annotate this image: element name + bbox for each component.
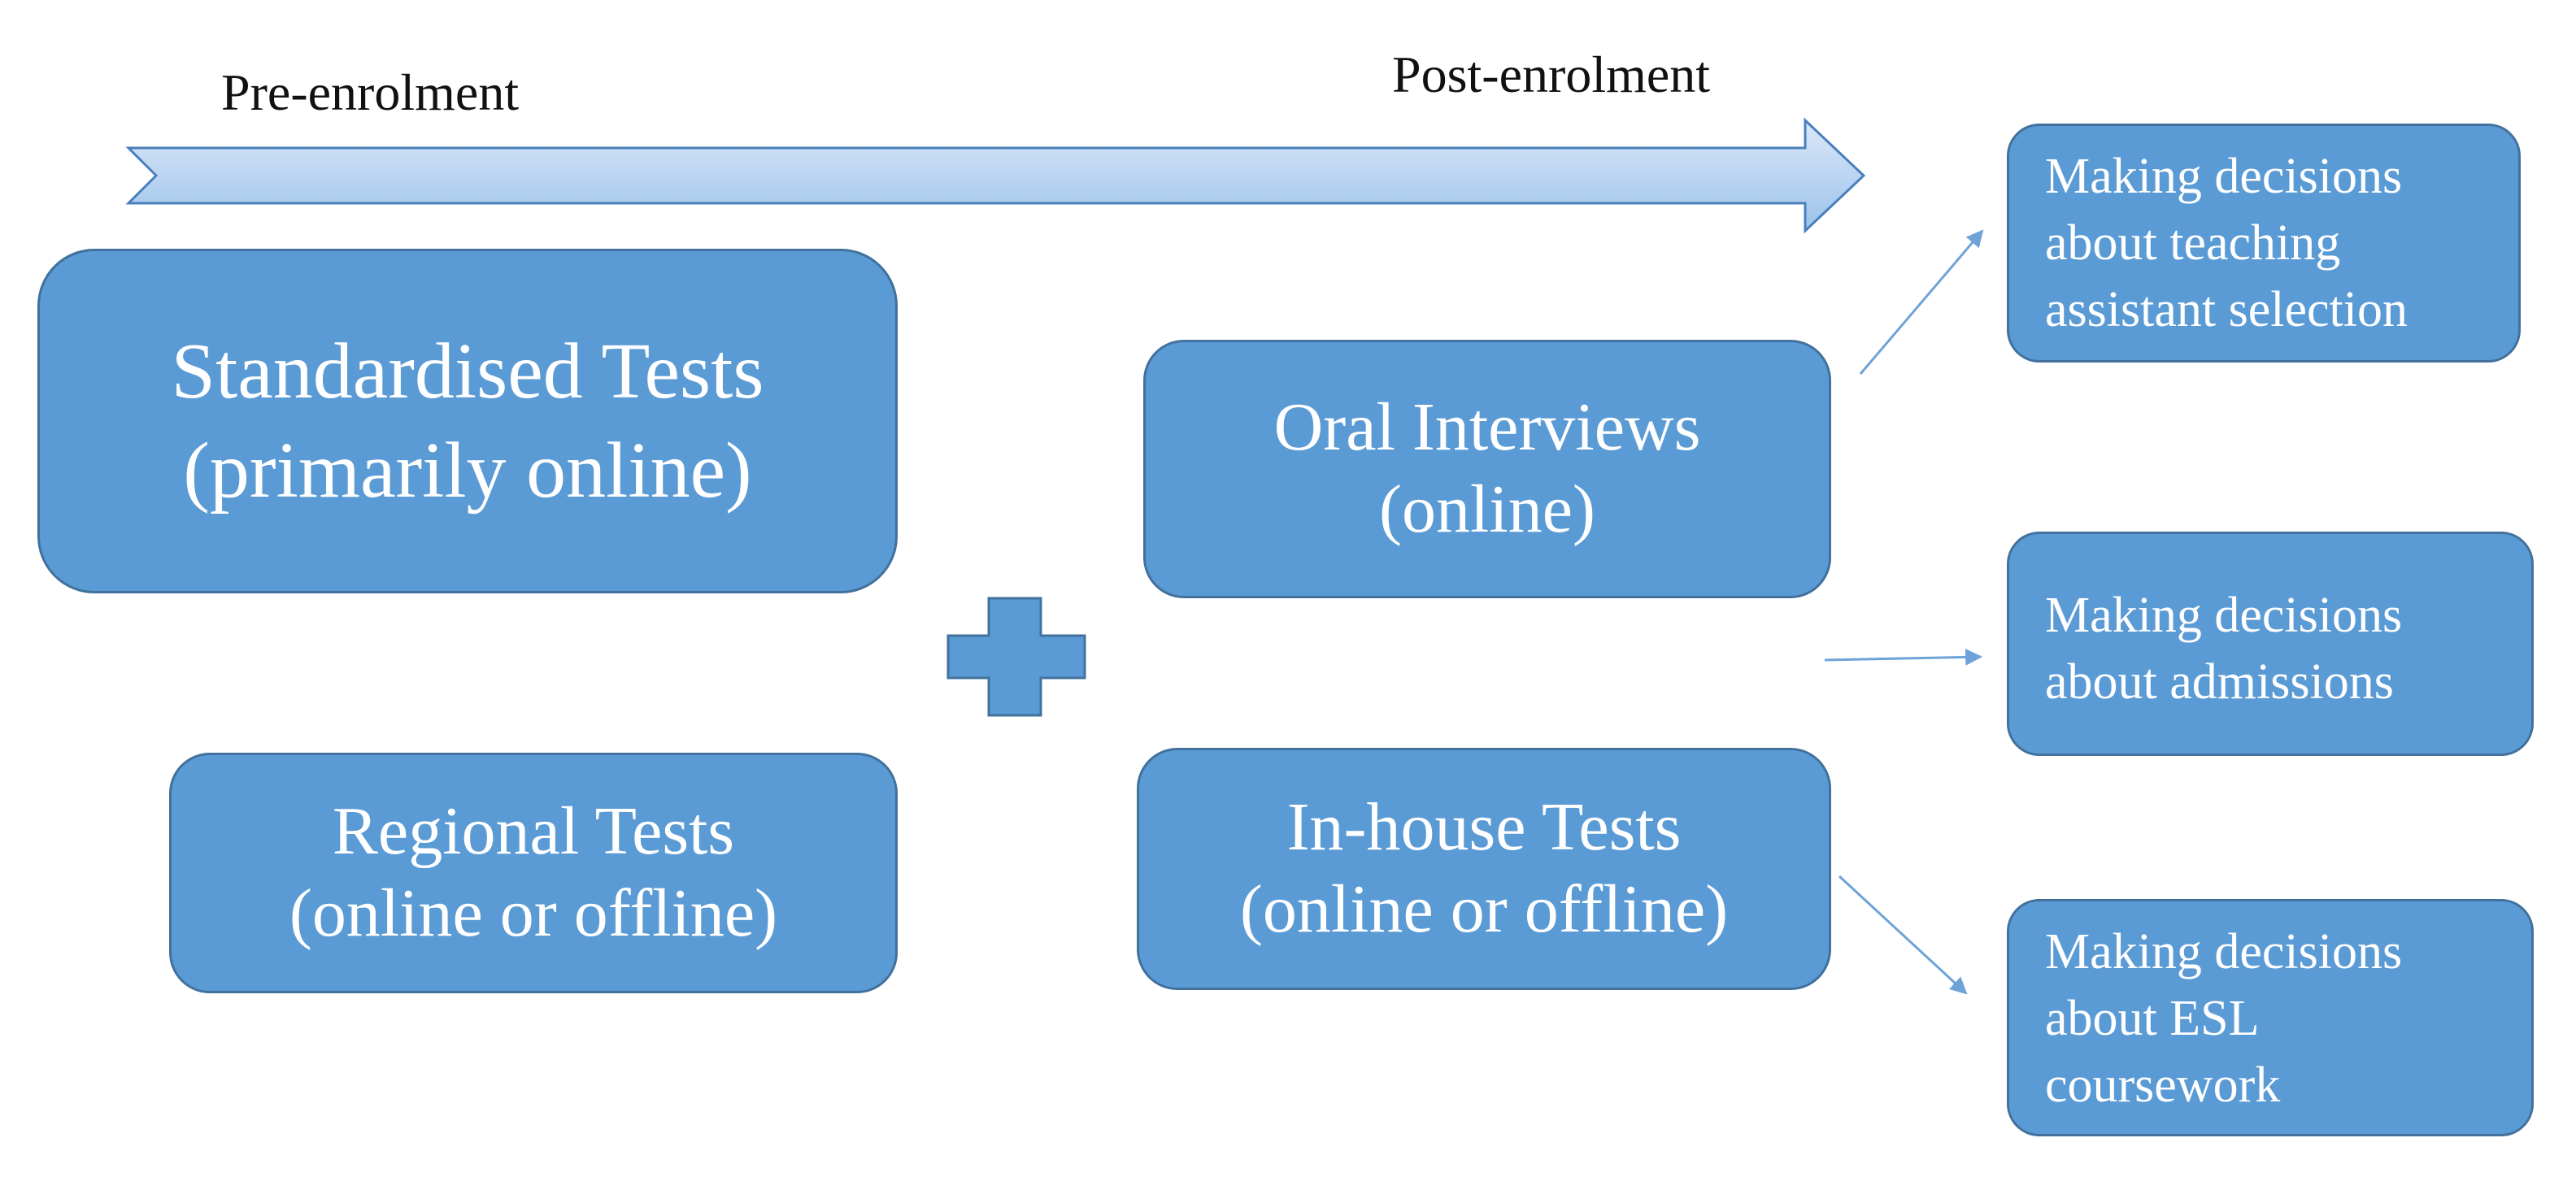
box-title: Oral Interviews [1273, 389, 1701, 466]
outcome-text-line: about ESL [2045, 990, 2260, 1046]
outcome-esl-coursework: Making decisions about ESL coursework [2007, 899, 2534, 1136]
regional-tests-box: Regional Tests (online or offline) [169, 753, 898, 993]
connector-to-admissions [1824, 648, 1983, 666]
post-enrolment-label: Post-enrolment [1392, 46, 1711, 103]
box-title: In-house Tests [1286, 789, 1682, 866]
outcome-admissions: Making decisions about admissions [2007, 532, 2534, 756]
outcome-text-line: assistant selection [2045, 281, 2408, 337]
box-title: Standardised Tests [171, 327, 764, 415]
connector-to-esl [1838, 875, 1968, 995]
outcome-text-line: Making decisions [2045, 149, 2403, 204]
box-subtitle: (online or offline) [1239, 871, 1729, 947]
timeline-arrow [125, 117, 1866, 234]
connector-to-teaching-assistant [1859, 229, 1984, 375]
box-subtitle: (online) [1379, 471, 1595, 547]
outcome-text-line: about teaching [2045, 215, 2341, 271]
box-subtitle: (online or offline) [289, 875, 778, 951]
pre-enrolment-label: Pre-enrolment [221, 63, 520, 121]
outcome-teaching-assistant-selection: Making decisions about teaching assistan… [2007, 124, 2521, 363]
box-title: Regional Tests [332, 793, 735, 870]
standardised-tests-box: Standardised Tests (primarily online) [37, 249, 898, 593]
plus-icon [946, 597, 1086, 717]
outcome-text-line: Making decisions [2045, 588, 2403, 643]
outcome-text-line: Making decisions [2045, 924, 2403, 979]
in-house-tests-box: In-house Tests (online or offline) [1137, 748, 1831, 990]
box-subtitle: (primarily online) [183, 427, 752, 515]
outcome-text-line: about admissions [2045, 654, 2394, 710]
outcome-text-line: coursework [2045, 1057, 2281, 1113]
oral-interviews-box: Oral Interviews (online) [1143, 340, 1831, 598]
